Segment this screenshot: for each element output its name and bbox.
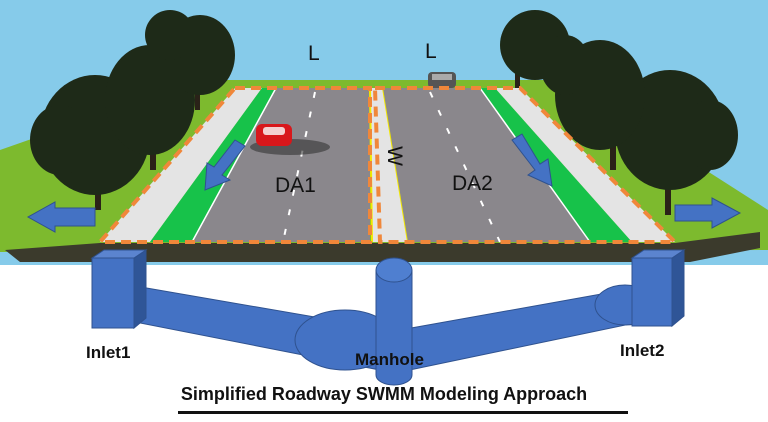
arrow-icon	[511, 133, 553, 187]
inlet1-label: Inlet1	[86, 343, 131, 362]
lane-markings	[282, 91, 501, 243]
drainage-area-1	[192, 88, 370, 242]
ground-base	[5, 232, 760, 262]
da1-label: DA1	[275, 174, 316, 197]
length-label-right: L	[425, 40, 437, 63]
red-car	[250, 124, 330, 155]
manhole-cylinder	[375, 270, 413, 386]
drainage-boundary	[95, 86, 680, 244]
gray-car	[428, 72, 456, 88]
flow-arrows	[26, 133, 742, 233]
drainage-area-2	[383, 88, 590, 242]
da2-label: DA2	[452, 172, 493, 195]
bike-lane-right	[480, 88, 632, 242]
pipe-network	[90, 249, 686, 386]
bike-lane-left	[150, 88, 276, 242]
trees-left	[30, 10, 235, 210]
inlet2-label: Inlet2	[620, 341, 665, 360]
arrow-right-icon	[674, 197, 742, 229]
width-label: W	[382, 146, 406, 166]
inlet2-box	[631, 257, 673, 327]
sidewalk-right	[495, 88, 675, 242]
sidewalk-left	[100, 88, 262, 242]
trees-right	[500, 10, 738, 215]
diagram-title: Simplified Roadway SWMM Modeling Approac…	[180, 384, 588, 404]
manhole-label: Manhole	[355, 350, 424, 369]
arrow-icon	[204, 139, 246, 191]
inlet1-box	[91, 257, 135, 329]
length-label-left: L	[308, 42, 320, 65]
title-underline	[178, 411, 628, 414]
arrow-left-icon	[26, 201, 96, 233]
